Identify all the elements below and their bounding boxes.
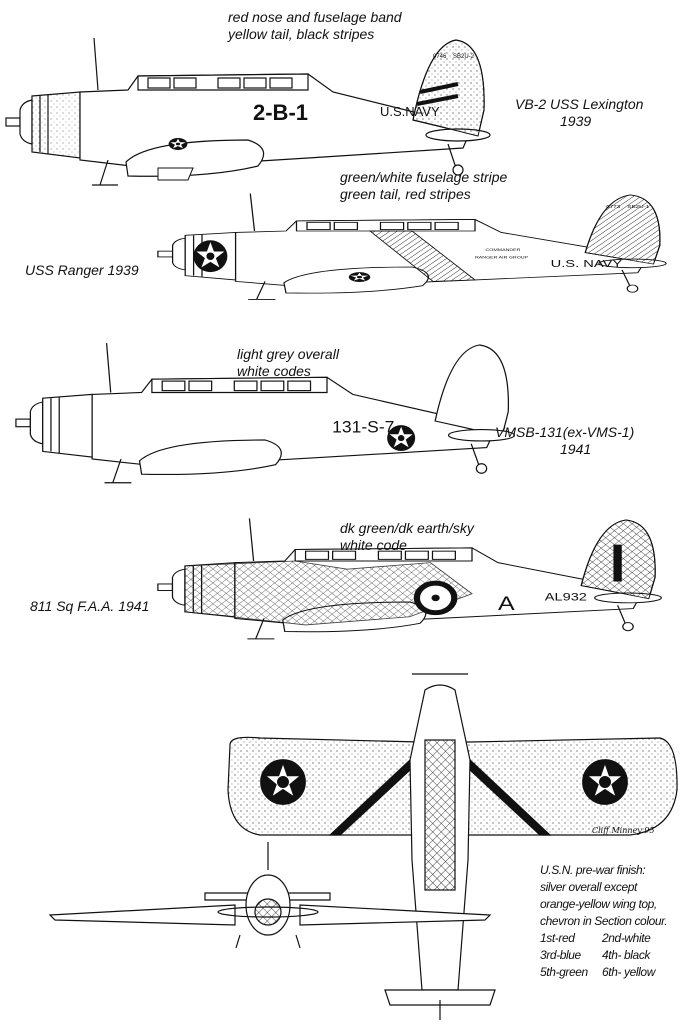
- fuselage-code: 2-B-1: [253, 100, 308, 125]
- caption-4: dk green/dk earth/sky white code: [340, 520, 474, 554]
- aircraft-profile-1: 2-B-1 U.S.NAVY 0746 SB2U-2: [5, 37, 491, 186]
- caption-2: green/white fuselage stripe green tail, …: [340, 169, 507, 203]
- navy-marking: U.S. NAVY: [551, 258, 623, 269]
- aircraft-profile-4: A AL932: [157, 517, 662, 640]
- caption-line: light grey overall: [237, 346, 339, 362]
- section-colour: 3rd-blue: [540, 948, 581, 962]
- section-colour: 6th- yellow: [602, 965, 655, 979]
- unit-year: 1941: [560, 441, 592, 457]
- navy-marking: U.S.NAVY: [380, 104, 440, 119]
- unit-label-3: VMSB-131(ex-VMS-1) 1941: [495, 424, 634, 458]
- section-colour: 2nd-white: [602, 931, 651, 945]
- section-colour: 5th-green: [540, 965, 588, 979]
- tail-type: SB2U-1: [627, 205, 649, 210]
- fuselage-letter: A: [498, 593, 515, 615]
- unit-label-1: VB-2 USS Lexington 1939: [515, 96, 643, 130]
- aircraft-front-view: [48, 842, 492, 949]
- aircraft-plan-view: [227, 673, 678, 1020]
- note-line: orange-yellow wing top,: [540, 897, 657, 911]
- caption-line: green/white fuselage stripe: [340, 169, 508, 185]
- unit-name: VMSB-131(ex-VMS-1): [495, 424, 635, 440]
- artist-signature: Cliff Minney 95: [592, 826, 655, 835]
- unit-name: VB-2 USS Lexington: [515, 96, 644, 112]
- caption-line: white code: [340, 537, 407, 553]
- tail-type: SB2U-2: [453, 54, 475, 60]
- caption-line: white codes: [237, 363, 311, 379]
- fuselage-serial: AL932: [545, 590, 587, 603]
- caption-line: dk green/dk earth/sky: [340, 520, 474, 536]
- caption-line: yellow tail, black stripes: [228, 26, 375, 42]
- finish-note: U.S.N. pre-war finish: silver overall ex…: [540, 862, 678, 981]
- section-row: 1st-red 2nd-white: [540, 930, 678, 947]
- tail-serial: 0773: [606, 205, 620, 210]
- unit-label-4: 811 Sq F.A.A. 1941: [30, 598, 150, 614]
- unit-label-2: USS Ranger 1939: [25, 262, 139, 278]
- tail-serial: 0746: [433, 54, 447, 60]
- aircraft-profile-2: COMMANDER RANGER AIR GROUP U.S. NAVY 077…: [157, 192, 667, 301]
- caption-line: red nose and fuselage band: [228, 9, 402, 25]
- section-colour: 1st-red: [540, 931, 575, 945]
- note-line: chevron in Section colour.: [540, 914, 668, 928]
- fuselage-code: 131-S-7: [332, 418, 394, 436]
- caption-3: light grey overall white codes: [237, 346, 339, 380]
- commander-line-2: RANGER AIR GROUP: [475, 255, 528, 259]
- unit-year: 1939: [560, 113, 592, 129]
- section-row: 3rd-blue 4th- black: [540, 947, 678, 964]
- section-colour: 4th- black: [602, 948, 651, 962]
- aircraft-profile-3: 131-S-7: [15, 342, 516, 484]
- commander-line-1: COMMANDER: [485, 248, 521, 252]
- note-line: silver overall except: [540, 880, 637, 894]
- caption-1: red nose and fuselage band yellow tail, …: [228, 9, 402, 43]
- caption-line: green tail, red stripes: [340, 186, 471, 202]
- note-line: U.S.N. pre-war finish:: [540, 863, 646, 877]
- section-row: 5th-green 6th- yellow: [540, 964, 678, 981]
